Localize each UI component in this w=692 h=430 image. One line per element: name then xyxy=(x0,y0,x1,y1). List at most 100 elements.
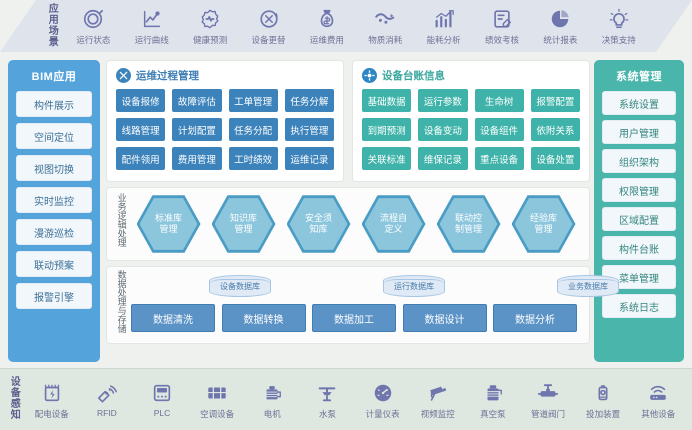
ledger-chip-1[interactable]: 基础数据 xyxy=(362,89,412,112)
hexagon-text: 联动控制管理 xyxy=(447,213,491,236)
data-processing-band: 数据处理与存储 设备数据库运行数据库业务数据库 数据清洗数据转换数据加工数据设计… xyxy=(106,266,619,344)
process-box-3[interactable]: 数据加工 xyxy=(312,304,396,332)
device-item-label: 空调设备 xyxy=(200,408,235,419)
ledger-chip-4[interactable]: 报警配置 xyxy=(530,89,580,112)
device-item-10[interactable]: 管道阀门 xyxy=(521,380,575,420)
ops-chip-11[interactable]: 工时绩效 xyxy=(228,147,278,170)
system-management-panel: 系统管理 系统设置用户管理组织架构权限管理区域配置构件台账菜单管理系统日志 xyxy=(594,60,684,362)
device-item-label: 计量仪表 xyxy=(365,408,400,419)
device-item-11[interactable]: 投加装置 xyxy=(576,380,630,420)
system-item-2[interactable]: 用户管理 xyxy=(602,120,676,144)
scenario-item-list: 运行状态运行曲线 健康预测设备更替运维费用物质消耗 能耗分析绩效考核统计报表决策支持 xyxy=(64,7,692,46)
scenario-item-4[interactable]: 设备更替 xyxy=(242,7,296,46)
bim-item-4[interactable]: 实时监控 xyxy=(16,187,92,213)
scenario-item-9[interactable]: 统计报表 xyxy=(533,7,587,46)
system-item-1[interactable]: 系统设置 xyxy=(602,91,676,115)
scenario-item-10[interactable]: 决策支持 xyxy=(592,7,646,46)
bim-panel-title: BIM应用 xyxy=(31,71,77,83)
money-bag-icon xyxy=(316,7,338,31)
water-pump-icon xyxy=(316,380,338,406)
logic-hexagon-6[interactable]: 经验库管理 xyxy=(511,194,576,254)
hexagon-row: 标准库管理知识库管理安全须知库流程自定义联动控制管理经验库管理 xyxy=(131,194,581,254)
ledger-chip-6[interactable]: 设备变动 xyxy=(418,118,468,141)
scenario-item-label: 运行曲线 xyxy=(134,34,169,45)
database-label: 设备数据库 xyxy=(220,281,260,291)
logic-hexagon-5[interactable]: 联动控制管理 xyxy=(436,194,501,254)
ledger-chip-11[interactable]: 重点设备 xyxy=(474,147,524,170)
ledger-chip-5[interactable]: 到期预测 xyxy=(362,118,412,141)
system-item-8[interactable]: 系统日志 xyxy=(602,294,676,318)
ops-chip-2[interactable]: 故障评估 xyxy=(172,89,222,112)
database-cylinder-2: 运行数据库 xyxy=(383,275,445,297)
ledger-chip-7[interactable]: 设备组件 xyxy=(474,118,524,141)
process-box-1[interactable]: 数据清洗 xyxy=(131,304,215,332)
main-area: BIM应用 构件展示空间定位视图切换实时监控漫游巡检联动预案报警引擎 运维过程管… xyxy=(0,56,692,366)
device-item-4[interactable]: 空调设备 xyxy=(190,380,244,420)
device-item-label: 配电设备 xyxy=(34,408,69,419)
scenario-item-6[interactable]: 物质消耗 xyxy=(358,7,412,46)
scenario-item-8[interactable]: 绩效考核 xyxy=(475,7,529,46)
ledger-chip-10[interactable]: 维保记录 xyxy=(418,147,468,170)
scenario-item-1[interactable]: 运行状态 xyxy=(66,7,120,46)
device-item-2[interactable]: RFID xyxy=(80,380,134,418)
ops-chip-9[interactable]: 配件领用 xyxy=(116,147,166,170)
scenario-item-3[interactable]: 健康预测 xyxy=(183,7,237,46)
system-item-6[interactable]: 构件台账 xyxy=(602,236,676,260)
logic-hexagon-2[interactable]: 知识库管理 xyxy=(211,194,276,254)
process-box-5[interactable]: 数据分析 xyxy=(493,304,577,332)
device-item-8[interactable]: 视频监控 xyxy=(411,380,465,420)
line-chart-icon xyxy=(141,7,163,31)
device-item-7[interactable]: 计量仪表 xyxy=(356,380,410,420)
ops-chip-1[interactable]: 设备报修 xyxy=(116,89,166,112)
system-item-3[interactable]: 组织架构 xyxy=(602,149,676,173)
ops-process-panel: 运维过程管理 设备报修故障评估工单管理任务分解线路管理计划配置任务分配执行管理配… xyxy=(106,60,344,182)
ledger-chip-3[interactable]: 生命树 xyxy=(474,89,524,112)
ledger-chip-9[interactable]: 关联标准 xyxy=(362,147,412,170)
system-item-5[interactable]: 区域配置 xyxy=(602,207,676,231)
ops-chip-grid: 设备报修故障评估工单管理任务分解线路管理计划配置任务分配执行管理配件领用费用管理… xyxy=(116,89,334,170)
logic-band-label: 业务逻辑处理 xyxy=(116,193,127,247)
bim-item-5[interactable]: 漫游巡检 xyxy=(16,219,92,245)
device-item-12[interactable]: 其他设备 xyxy=(631,380,685,420)
ledger-chip-8[interactable]: 依附关系 xyxy=(530,118,580,141)
scenario-item-2[interactable]: 运行曲线 xyxy=(125,7,179,46)
bim-item-6[interactable]: 联动预案 xyxy=(16,251,92,277)
device-item-9[interactable]: 真空泵 xyxy=(466,380,520,420)
hexagon-line2: 知库 xyxy=(309,224,328,234)
ledger-panel-title: 设备台账信息 xyxy=(382,70,445,82)
system-item-4[interactable]: 权限管理 xyxy=(602,178,676,202)
dosing-device-icon xyxy=(592,380,614,406)
device-item-3[interactable]: PLC xyxy=(135,380,189,418)
scenario-item-5[interactable]: 运维费用 xyxy=(300,7,354,46)
scenario-item-7[interactable]: 能耗分析 xyxy=(417,7,471,46)
router-other-icon xyxy=(647,380,669,406)
ops-chip-8[interactable]: 执行管理 xyxy=(284,118,334,141)
bim-item-3[interactable]: 视图切换 xyxy=(16,155,92,181)
ops-chip-5[interactable]: 线路管理 xyxy=(116,118,166,141)
ledger-chip-2[interactable]: 运行参数 xyxy=(418,89,468,112)
logic-hexagon-1[interactable]: 标准库管理 xyxy=(136,194,201,254)
device-item-1[interactable]: 配电设备 xyxy=(25,380,79,420)
device-item-label: RFID xyxy=(96,407,117,418)
tools-circle-icon xyxy=(116,68,131,83)
bim-item-7[interactable]: 报警引擎 xyxy=(16,283,92,309)
ops-chip-7[interactable]: 任务分配 xyxy=(228,118,278,141)
hexagon-line1: 知识库 xyxy=(229,212,257,223)
hexagon-fill xyxy=(514,198,573,250)
ops-chip-10[interactable]: 费用管理 xyxy=(172,147,222,170)
ledger-chip-12[interactable]: 设备处置 xyxy=(530,147,580,170)
database-label: 业务数据库 xyxy=(568,281,608,291)
ops-chip-3[interactable]: 工单管理 xyxy=(228,89,278,112)
ops-chip-4[interactable]: 任务分解 xyxy=(284,89,334,112)
logic-hexagon-3[interactable]: 安全须知库 xyxy=(286,194,351,254)
process-box-4[interactable]: 数据设计 xyxy=(402,304,487,332)
logic-hexagon-4[interactable]: 流程自定义 xyxy=(361,194,426,254)
device-item-5[interactable]: 电机 xyxy=(245,380,299,420)
ops-chip-12[interactable]: 运维记录 xyxy=(284,147,334,170)
ops-chip-6[interactable]: 计划配置 xyxy=(172,118,222,141)
scenario-item-label: 物质消耗 xyxy=(368,34,403,45)
device-item-6[interactable]: 水泵 xyxy=(300,380,354,420)
bim-item-1[interactable]: 构件展示 xyxy=(16,91,92,117)
process-box-2[interactable]: 数据转换 xyxy=(221,304,306,332)
bim-item-2[interactable]: 空间定位 xyxy=(16,123,92,149)
